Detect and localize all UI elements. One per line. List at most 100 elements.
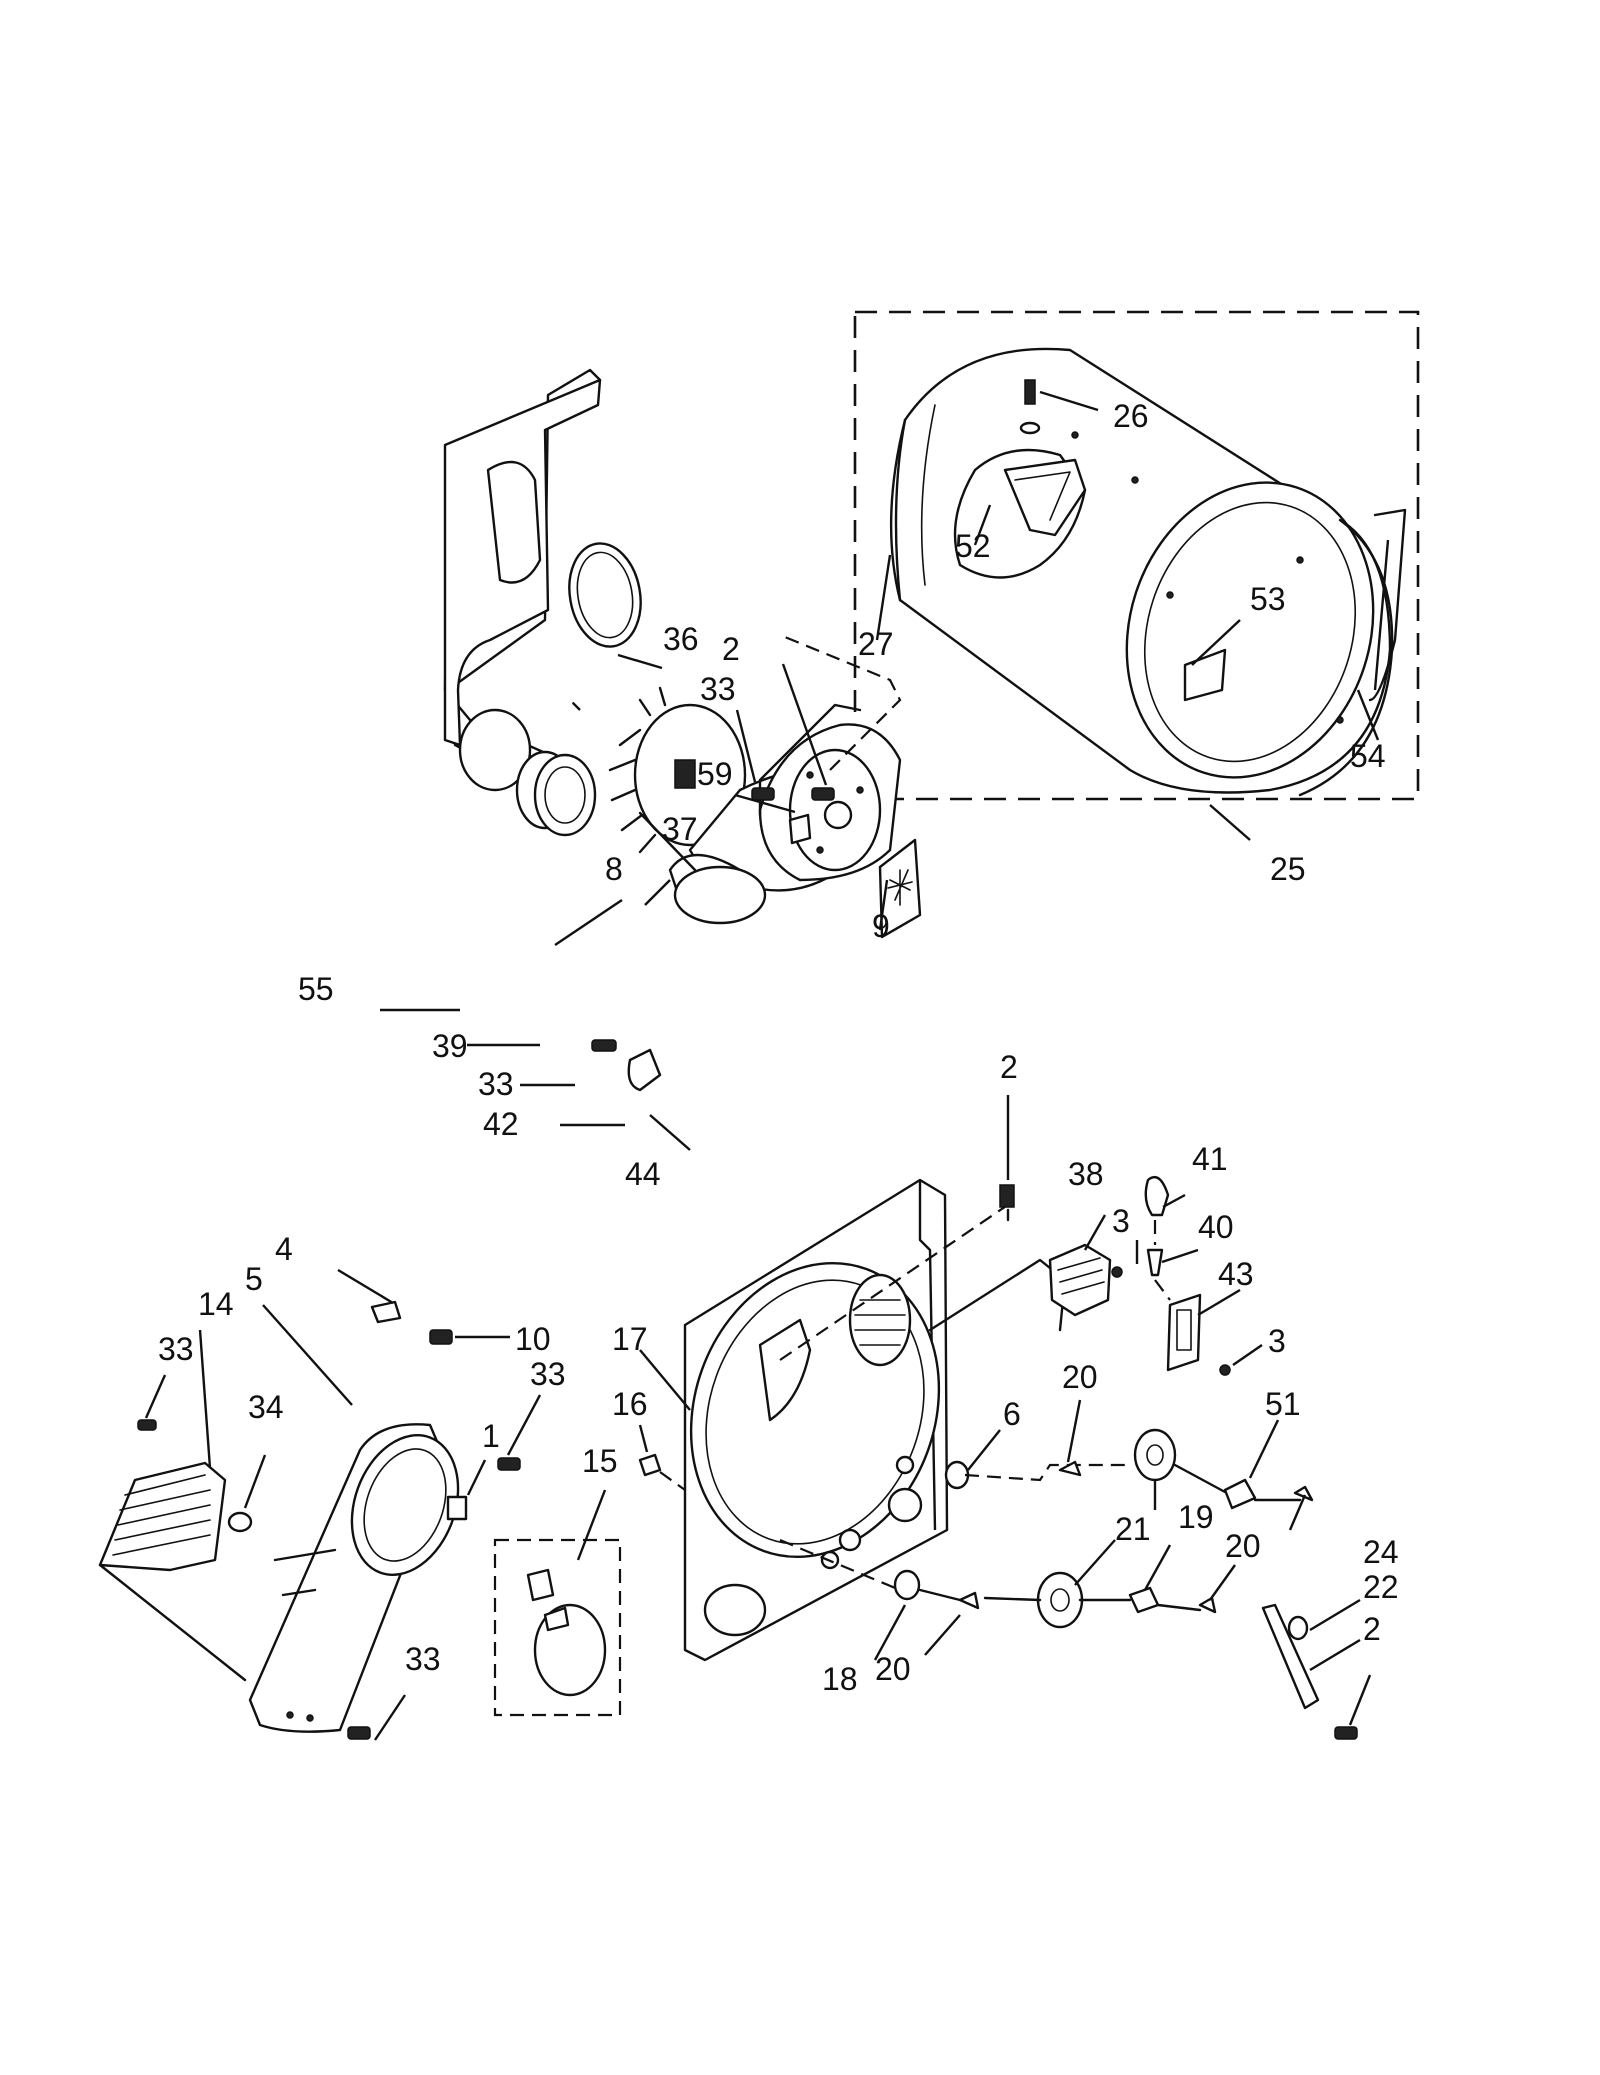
callout-2-idler: 2 [1363, 1611, 1381, 1647]
callout-33-switch: 33 [530, 1356, 566, 1392]
drum-rear-rim-inner [920, 404, 936, 586]
clip-4 [370, 1300, 402, 1324]
callout-18: 18 [822, 1661, 858, 1697]
callout-3-switch: 3 [1112, 1203, 1130, 1239]
retaining-clip-20-lower [958, 1591, 980, 1610]
callout-43: 43 [1218, 1256, 1254, 1292]
drum-hole [1336, 716, 1344, 724]
leader-36 [617, 653, 663, 670]
lamp-socket-40 [1146, 1248, 1164, 1277]
wire-kit-connector [526, 1568, 555, 1602]
leader-51 [1248, 1419, 1280, 1479]
leader-54a [1356, 689, 1380, 741]
drum-front-opening-inner [1143, 501, 1357, 763]
front-bulkhead-lint-grille [848, 1273, 912, 1367]
drum-screw [1024, 379, 1036, 405]
leader-2a [781, 663, 828, 786]
callout-8: 8 [605, 851, 623, 887]
leader-1 [466, 1459, 487, 1496]
screw-33-switch [497, 1457, 521, 1471]
wire-harness-dashed [779, 633, 902, 771]
leader-3b [1232, 1344, 1263, 1366]
drum-roller-21-lower [1036, 1571, 1084, 1629]
screw-33-heater [137, 1419, 157, 1431]
callout-17: 17 [612, 1321, 648, 1357]
screw-33-panel-bottom [347, 1726, 371, 1740]
callout-3-bracket: 3 [1268, 1323, 1286, 1359]
leader-15 [576, 1489, 607, 1561]
roller-washer-18 [893, 1569, 921, 1601]
callout-9: 9 [872, 908, 890, 944]
leader-6 [967, 1429, 1001, 1471]
lamp-bracket-43 [1166, 1293, 1202, 1372]
callout-24: 24 [1363, 1534, 1399, 1570]
callout-59: 59 [697, 756, 733, 792]
roller-washer-6 [944, 1460, 970, 1490]
callout-34: 34 [248, 1389, 284, 1425]
leader-lines [144, 390, 1390, 1741]
front-bulkhead-lint-grille-lines [854, 1299, 906, 1346]
roller-axle-upper-dashed [964, 1463, 1130, 1482]
washer-24 [1287, 1615, 1309, 1641]
callout-26: 26 [1113, 398, 1149, 434]
front-bulkhead-dashed-wire [779, 1199, 1016, 1361]
leader-19 [1143, 1544, 1172, 1591]
callout-33-upper: 33 [700, 671, 736, 707]
leader-27 [875, 554, 892, 641]
blower-wheel-hub [674, 759, 696, 789]
callout-25: 25 [1270, 851, 1306, 887]
callout-27: 27 [858, 626, 894, 662]
clip-59 [788, 813, 812, 845]
drum-hole [1131, 476, 1139, 484]
lamp-bracket-43-slot [1176, 1309, 1192, 1351]
front-panel-hole [306, 1714, 314, 1722]
rollers-group [779, 1428, 1358, 1740]
leader-20b [1209, 1564, 1236, 1601]
leader-44 [649, 1114, 691, 1151]
door-switch-38-detail [1057, 1257, 1105, 1295]
drum-hole [1071, 431, 1079, 439]
drum-front-opening [1125, 481, 1375, 779]
blower-wheel-vanes [608, 686, 667, 854]
callout-54: 54 [1350, 738, 1386, 774]
blower-motor-end [673, 865, 767, 925]
callout-2-bulkhead: 2 [1000, 1049, 1018, 1085]
leader-33d [506, 1394, 542, 1456]
leader-38 [1083, 1214, 1107, 1251]
front-bulkhead-hole [887, 1487, 923, 1523]
screw-2-idler [1334, 1726, 1358, 1740]
drum-baffle-detail [1014, 471, 1071, 521]
leader-53 [1191, 619, 1241, 666]
callout-52: 52 [955, 528, 991, 564]
thermal-fuse-42 [627, 1048, 662, 1092]
callout-37: 37 [662, 811, 698, 847]
drum-assembly-group [853, 310, 1420, 801]
wire-kit-15-box [493, 1538, 622, 1717]
callout-16: 16 [612, 1386, 648, 1422]
leader-4 [337, 1268, 394, 1305]
leader-21b [1074, 1539, 1116, 1586]
blower-housing-shaft [823, 800, 853, 830]
callout-labels: 26 52 27 53 54 25 36 2 33 59 37 8 9 55 3… [158, 398, 1399, 1697]
callout-10: 10 [515, 1321, 551, 1357]
leader-17 [639, 1349, 691, 1411]
leader-26 [1039, 390, 1099, 412]
callout-1: 1 [482, 1418, 500, 1454]
roller-axle-lower-right [1078, 1598, 1202, 1612]
callout-55: 55 [298, 971, 334, 1007]
drum-hole [1166, 591, 1174, 599]
leader-54b [1373, 539, 1390, 691]
front-panel-slots [273, 1548, 337, 1597]
callout-44: 44 [625, 1156, 661, 1192]
leader-24 [1309, 1598, 1361, 1632]
leader-9 [878, 879, 889, 931]
callout-14: 14 [198, 1286, 234, 1322]
rear-bulkhead-group [443, 368, 922, 1092]
callout-42: 42 [483, 1106, 519, 1142]
drum-roller-21-upper [1133, 1428, 1177, 1482]
callout-53: 53 [1250, 581, 1286, 617]
blower-shaft-line [638, 811, 697, 872]
leader-22 [1309, 1638, 1361, 1672]
